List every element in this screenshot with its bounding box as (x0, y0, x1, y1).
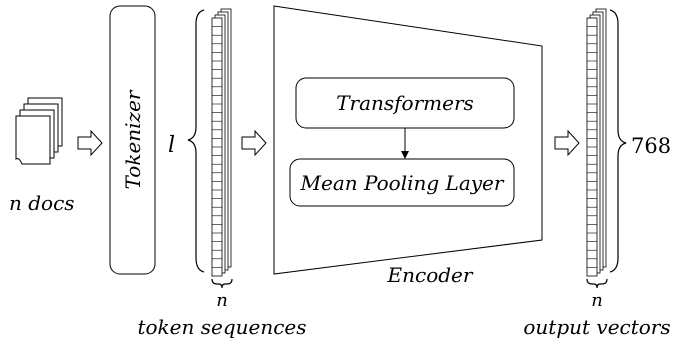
flow-arrow-3 (554, 129, 580, 157)
flow-arrow-2 (241, 129, 267, 157)
token-sequences-count: n (216, 290, 228, 311)
output-vector-stack (586, 8, 607, 277)
tokenizer-label: Tokenizer (121, 89, 145, 189)
pooling-label: Mean Pooling Layer (300, 171, 505, 195)
transformers-label: Transformers (336, 91, 474, 115)
document-stack-icon (15, 97, 63, 165)
output-vectors-brace (586, 278, 608, 289)
pooling-box (289, 158, 515, 207)
tokenizer-box (109, 5, 156, 275)
encoder-trapezoid (273, 5, 543, 275)
embedding-dim-label: 768 (631, 134, 671, 158)
docs-label: n docs (9, 191, 75, 215)
flow-arrow-1 (77, 129, 103, 157)
sequence-length-label: l (168, 133, 175, 158)
token-sequences-brace (211, 278, 233, 289)
token-sequence-stack (211, 8, 232, 277)
embedding-dim-brace (609, 9, 627, 273)
token-sequences-label: token sequences (137, 315, 306, 339)
encoder-label: Encoder (387, 263, 474, 287)
sequence-length-brace (187, 9, 205, 273)
encoder-inner-arrowhead-icon (401, 151, 409, 159)
output-vectors-label: output vectors (523, 315, 670, 339)
token-sequence-layer (211, 17, 223, 277)
output-vector-layer (586, 17, 598, 277)
output-vectors-count: n (591, 290, 603, 311)
